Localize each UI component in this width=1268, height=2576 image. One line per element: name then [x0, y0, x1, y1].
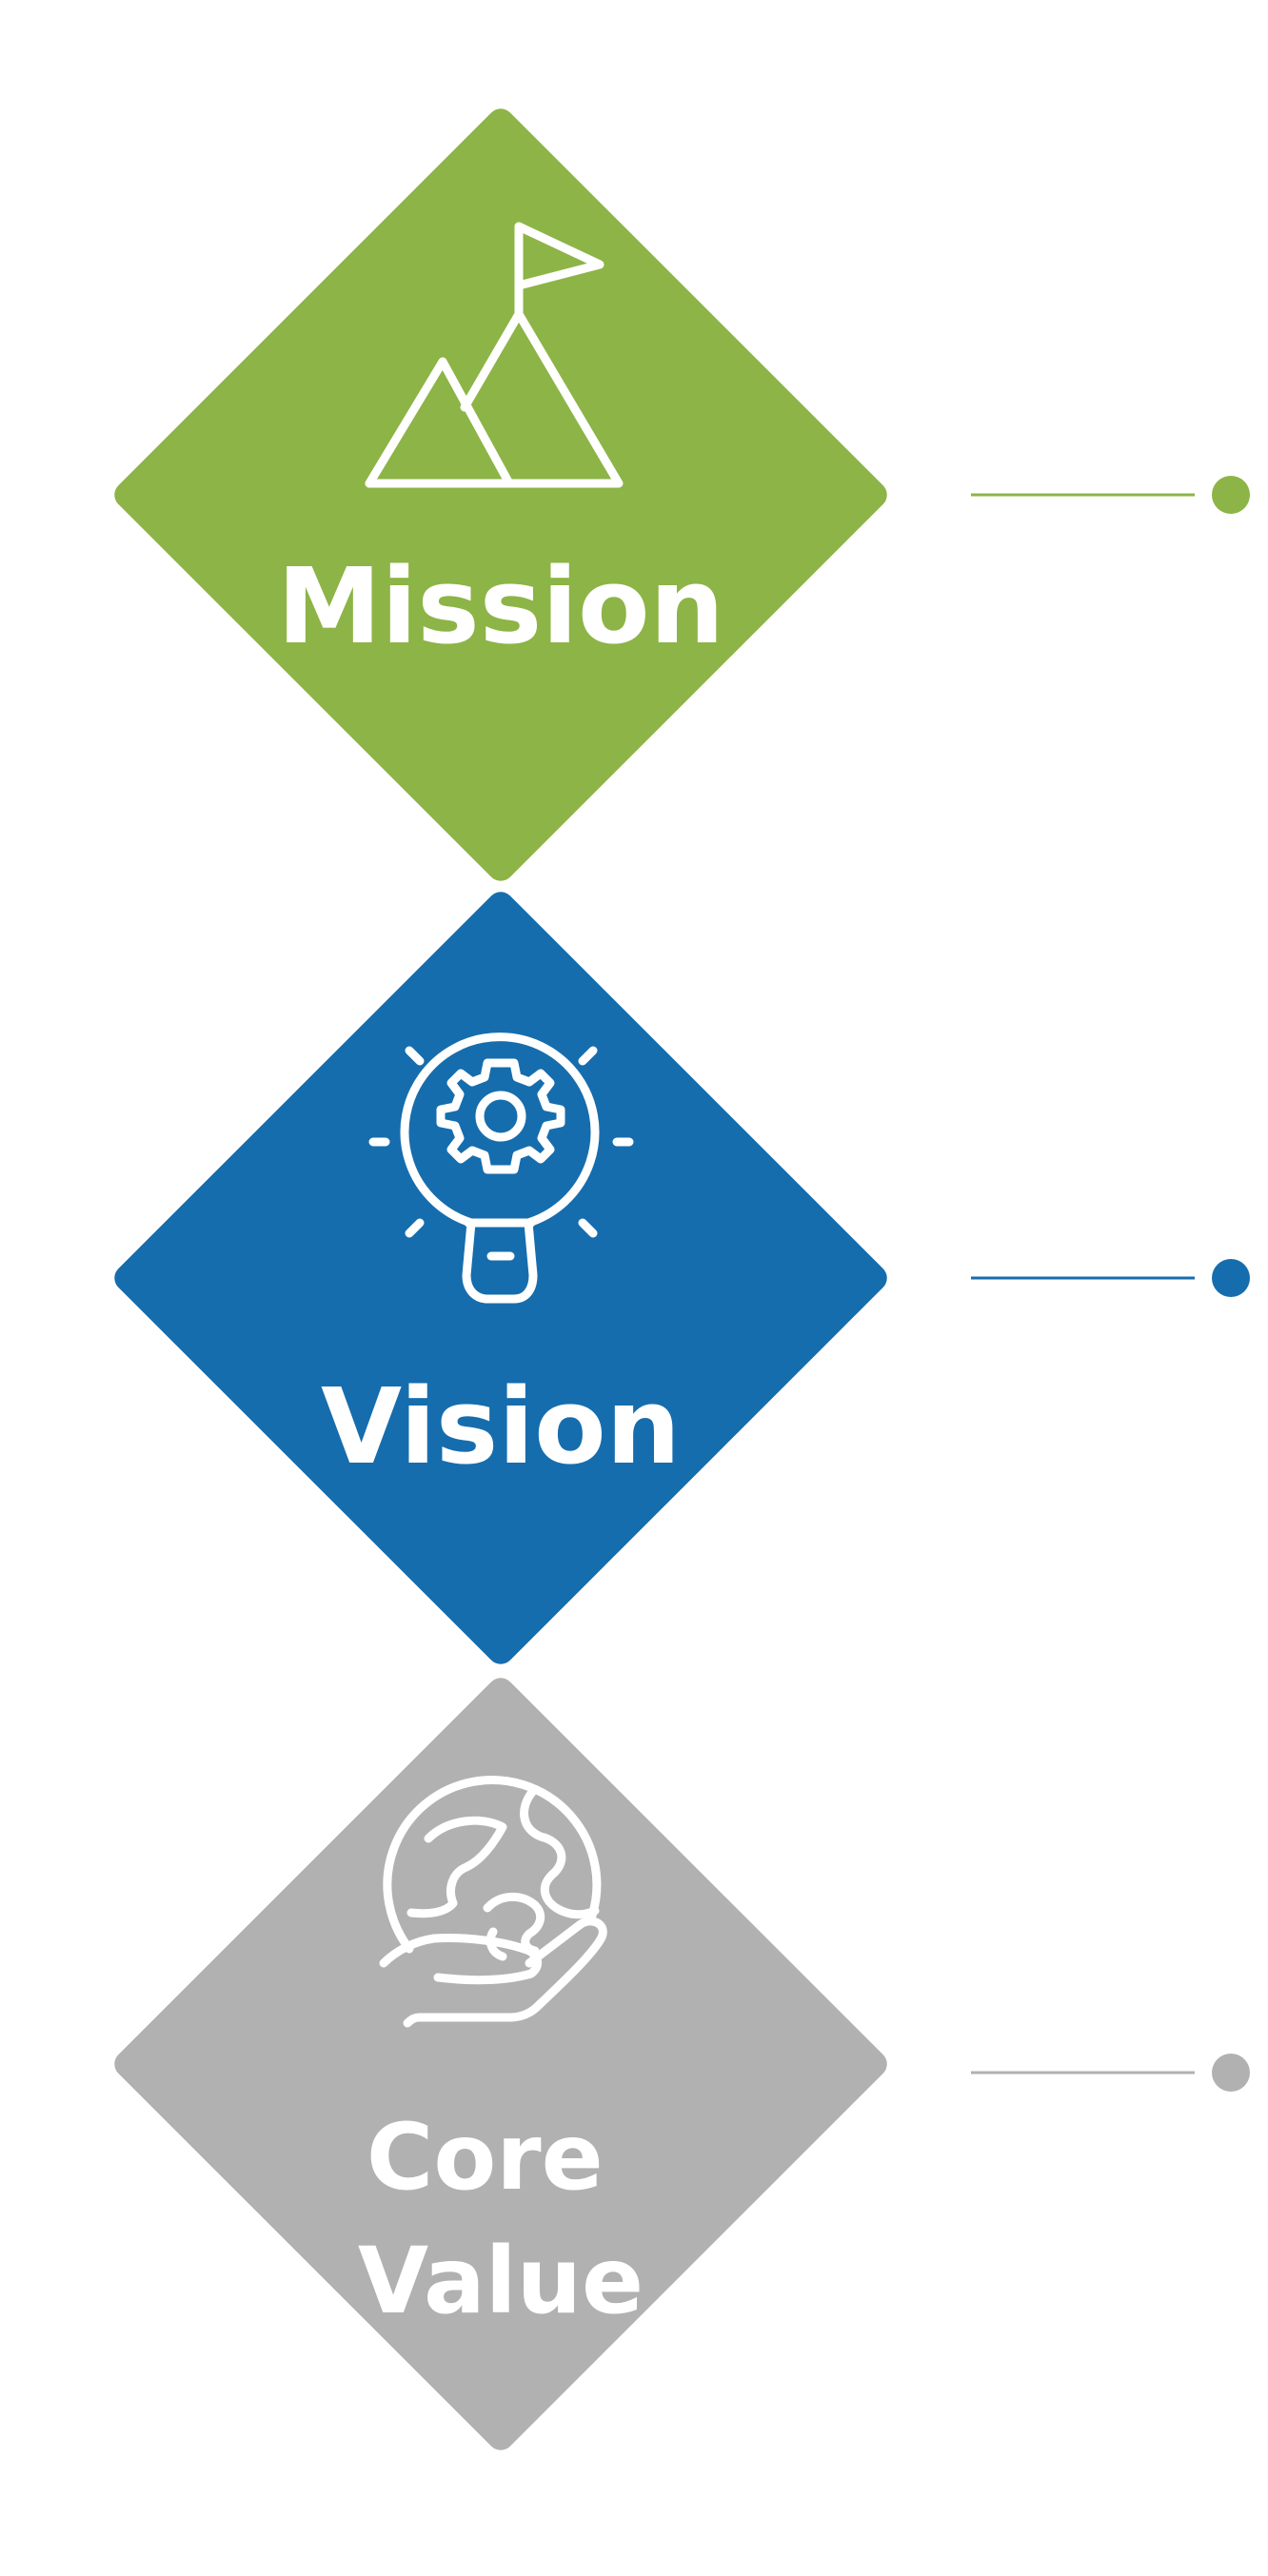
mission-item: Mission — [114, 108, 1250, 881]
vision-connector-dot — [1212, 1259, 1250, 1297]
vision-label-line-1: Vision — [321, 1366, 681, 1487]
vision-label: Vision — [321, 1366, 681, 1487]
vision-diamond — [114, 892, 887, 1664]
mission-diamond — [114, 108, 887, 881]
core-value-label: Core Value — [358, 2104, 644, 2334]
core-value-item: Core Value — [114, 1678, 1250, 2450]
lightbulb-gear-icon — [368, 1032, 634, 1304]
core-value-label-line-2: Value — [358, 2228, 644, 2334]
core-value-label-line-1: Core — [367, 2104, 604, 2211]
globe-in-hand-icon — [379, 1776, 607, 2028]
mission-label: Mission — [277, 545, 724, 667]
core-value-diamond — [114, 1678, 887, 2450]
mission-connector-dot — [1212, 476, 1250, 514]
core-value-connector-dot — [1212, 2054, 1250, 2092]
vision-item: Vision — [114, 892, 1250, 1664]
mountain-flag-icon — [365, 222, 624, 488]
mission-label-line-1: Mission — [277, 545, 724, 667]
